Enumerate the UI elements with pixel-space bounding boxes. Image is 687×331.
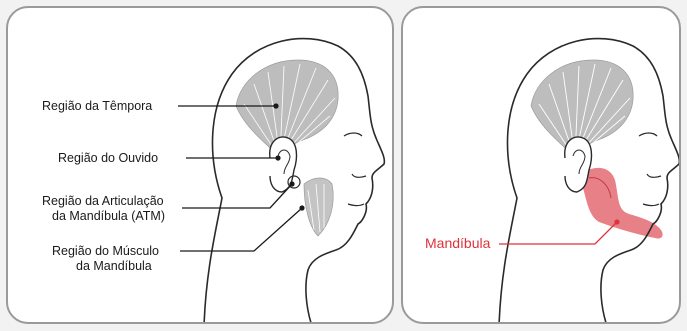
- eye: [639, 133, 657, 136]
- mouth: [348, 204, 364, 206]
- nose-line: [352, 174, 366, 177]
- masseter-muscle: [304, 178, 333, 236]
- nose-line: [647, 174, 661, 177]
- head-illustration-left: [8, 8, 394, 324]
- label-tmj-region-line1: Região da Articulação: [42, 194, 164, 209]
- mandible-pointer-line: [499, 222, 617, 244]
- label-muscle-region-line1: Região do Músculo: [52, 244, 159, 259]
- eye: [344, 133, 362, 136]
- panel-head-regions: Região da Têmpora Região do Ouvido Regiã…: [6, 6, 394, 324]
- label-muscle-region-line2: da Mandíbula: [76, 259, 152, 274]
- label-ear-region: Região do Ouvido: [58, 151, 158, 166]
- mandible-pointer-dot: [614, 219, 619, 224]
- label-temple-region: Região da Têmpora: [42, 99, 152, 114]
- label-tmj-region-line2: da Mandíbula (ATM): [52, 209, 165, 224]
- label-mandible: Mandíbula: [425, 236, 490, 251]
- head-illustration-right: [403, 8, 681, 324]
- panel-mandible: Mandíbula: [401, 6, 681, 324]
- mouth: [643, 204, 659, 206]
